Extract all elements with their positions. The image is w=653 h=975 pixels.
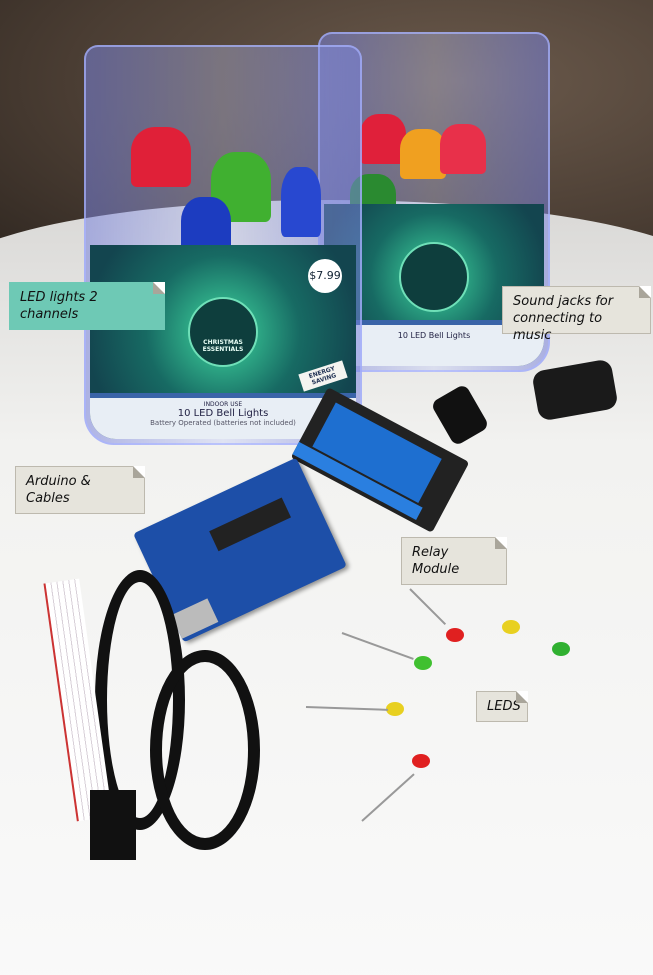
led-green [414,656,432,670]
energy-saving-badge: ENERGY SAVING [298,360,348,392]
usb-cable-loop [150,650,260,850]
label-relay-module: Relay Module [401,537,507,585]
led-red [446,628,464,642]
bell-lights-package-left: CHRISTMAS ESSENTIALS ENERGY SAVING $7.99… [84,45,362,445]
led-yellow [386,702,404,716]
label-leds: LEDS [476,691,528,722]
brand-name: CHRISTMAS ESSENTIALS [202,339,244,354]
ribbon-connector [90,790,136,860]
package-title: 10 LED Bell Lights [177,408,269,419]
label-sound-jacks: Sound jacks for connecting to music [502,286,651,343]
label-arduino-cables: Arduino & Cables [15,466,145,514]
package-title: 10 LED Bell Lights [397,331,471,340]
led-red [412,754,430,768]
price-tag: $7.99 [308,259,342,293]
led-yellow [502,620,520,634]
label-led-lights: LED lights 2 channels [9,282,165,330]
indoor-use-text: INDOOR USE [203,401,243,408]
brand-logo: CHRISTMAS ESSENTIALS [188,297,258,368]
package-subtitle: Battery Operated (batteries not included… [150,419,296,427]
led-green [552,642,570,656]
